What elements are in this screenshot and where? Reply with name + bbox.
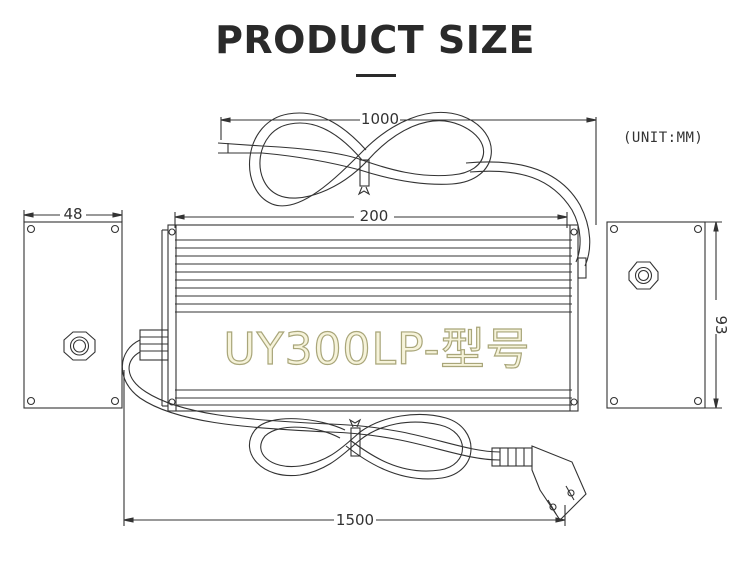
- left-end-view: [23, 210, 123, 409]
- charger-body: [139, 224, 587, 412]
- dc-cable-dimension: [220, 117, 597, 225]
- model-label: UY300LP-型号: [223, 324, 530, 375]
- title-underline: [356, 74, 396, 77]
- ac-cable-dimension: [123, 370, 566, 526]
- body-length-label: 200: [360, 207, 389, 225]
- right-end-view: [606, 221, 722, 409]
- ac-cable-length-label: 1500: [336, 511, 374, 529]
- side-width-label: 48: [63, 205, 82, 223]
- page-title: PRODUCT SIZE: [215, 18, 535, 62]
- dc-cable: [217, 111, 591, 267]
- unit-label: (UNIT:MM): [623, 130, 704, 146]
- end-height-label: 93: [712, 315, 730, 334]
- dc-cable-length-label: 1000: [361, 110, 399, 128]
